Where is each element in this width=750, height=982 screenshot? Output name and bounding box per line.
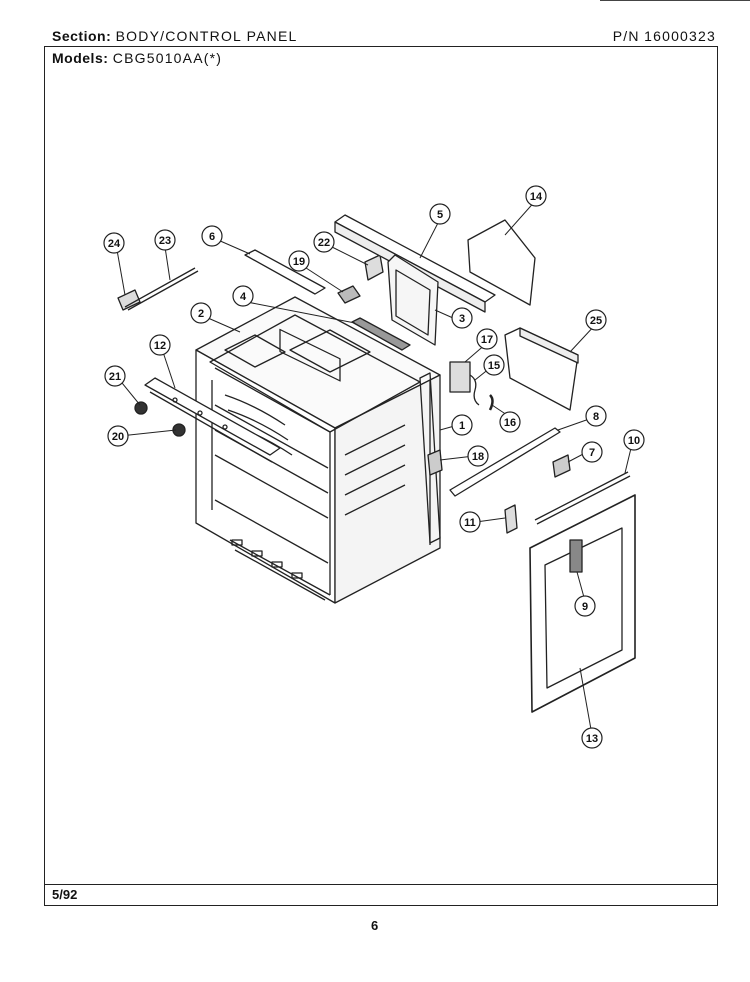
callout-21: 21 bbox=[104, 365, 126, 387]
section-label: Section: bbox=[52, 28, 112, 44]
callout-23: 23 bbox=[154, 229, 176, 251]
callout-number: 12 bbox=[154, 340, 166, 352]
callout-circle bbox=[103, 232, 125, 254]
callout-19: 19 bbox=[288, 250, 310, 272]
callout-circle bbox=[459, 511, 481, 533]
callout-15: 15 bbox=[483, 354, 505, 376]
callout-4: 4 bbox=[232, 285, 254, 307]
callout-circle bbox=[525, 185, 547, 207]
callout-number: 20 bbox=[112, 431, 124, 443]
models-label: Models: bbox=[52, 50, 109, 66]
callout-number: 4 bbox=[240, 291, 247, 303]
callout-number: 10 bbox=[628, 435, 640, 447]
callout-circle bbox=[313, 231, 335, 253]
callout-24: 24 bbox=[103, 232, 125, 254]
section-value: BODY/CONTROL PANEL bbox=[115, 28, 298, 44]
callout-number: 19 bbox=[293, 256, 305, 268]
callout-circle bbox=[585, 405, 607, 427]
callout-number: 22 bbox=[318, 237, 330, 249]
callout-circle bbox=[585, 309, 607, 331]
pn-value: 16000323 bbox=[644, 28, 716, 44]
callout-number: 6 bbox=[209, 231, 215, 243]
oven-body bbox=[195, 296, 441, 604]
callout-circle bbox=[574, 595, 596, 617]
callout-11: 11 bbox=[459, 511, 481, 533]
pn-label: P/N bbox=[612, 28, 640, 44]
footer-rule bbox=[44, 884, 718, 885]
callout-circle bbox=[483, 354, 505, 376]
callout-13: 13 bbox=[581, 727, 603, 749]
section-title: Section: BODY/CONTROL PANEL bbox=[52, 28, 297, 44]
callout-17: 17 bbox=[476, 328, 498, 350]
revision-date: 5/92 bbox=[52, 887, 78, 902]
callout-number: 1 bbox=[459, 420, 465, 432]
callout-circle bbox=[201, 225, 223, 247]
callout-circle bbox=[451, 414, 473, 436]
callout-25: 25 bbox=[585, 309, 607, 331]
callout-number: 21 bbox=[109, 371, 121, 383]
callout-circle bbox=[232, 285, 254, 307]
callout-number: 7 bbox=[589, 447, 595, 459]
models-value: CBG5010AA(*) bbox=[112, 50, 223, 66]
callout-8: 8 bbox=[585, 405, 607, 427]
callout-circle bbox=[623, 429, 645, 451]
callout-number: 24 bbox=[108, 238, 121, 250]
callout-number: 8 bbox=[593, 411, 599, 423]
callout-circle bbox=[581, 441, 603, 463]
callout-18: 18 bbox=[467, 445, 489, 467]
callout-circle bbox=[149, 334, 171, 356]
callout-1: 1 bbox=[451, 414, 473, 436]
callout-number: 9 bbox=[582, 601, 588, 613]
callout-10: 10 bbox=[623, 429, 645, 451]
callout-12: 12 bbox=[149, 334, 171, 356]
callout-number: 15 bbox=[488, 360, 500, 372]
part-number: P/N 16000323 bbox=[613, 28, 716, 44]
callout-circle bbox=[467, 445, 489, 467]
callout-number: 11 bbox=[464, 517, 476, 529]
callout-circle bbox=[429, 203, 451, 225]
callout-number: 23 bbox=[159, 235, 171, 247]
callout-number: 2 bbox=[198, 308, 204, 320]
callout-5: 5 bbox=[429, 203, 451, 225]
callout-3: 3 bbox=[451, 307, 473, 329]
callout-circle bbox=[288, 250, 310, 272]
callout-number: 25 bbox=[590, 315, 602, 327]
callout-circle bbox=[499, 411, 521, 433]
callout-circle bbox=[104, 365, 126, 387]
top-edge-rule bbox=[600, 0, 750, 1]
callout-number: 16 bbox=[504, 417, 516, 429]
callout-circle bbox=[476, 328, 498, 350]
callout-22: 22 bbox=[313, 231, 335, 253]
callout-circle bbox=[581, 727, 603, 749]
callout-circle bbox=[190, 302, 212, 324]
callout-circle bbox=[154, 229, 176, 251]
callout-6: 6 bbox=[201, 225, 223, 247]
callout-2: 2 bbox=[190, 302, 212, 324]
callout-9: 9 bbox=[574, 595, 596, 617]
diagram-frame bbox=[44, 46, 718, 906]
callout-number: 5 bbox=[437, 209, 443, 221]
callout-number: 3 bbox=[459, 313, 465, 325]
page-number: 6 bbox=[371, 918, 379, 933]
callout-circle bbox=[107, 425, 129, 447]
callout-16: 16 bbox=[499, 411, 521, 433]
callout-number: 14 bbox=[530, 191, 543, 203]
callout-14: 14 bbox=[525, 185, 547, 207]
callout-7: 7 bbox=[581, 441, 603, 463]
callout-20: 20 bbox=[107, 425, 129, 447]
callout-number: 17 bbox=[481, 334, 493, 346]
callout-number: 13 bbox=[586, 733, 598, 745]
callout-circle bbox=[451, 307, 473, 329]
callout-number: 18 bbox=[472, 451, 484, 463]
models-line: Models: CBG5010AA(*) bbox=[52, 50, 222, 66]
